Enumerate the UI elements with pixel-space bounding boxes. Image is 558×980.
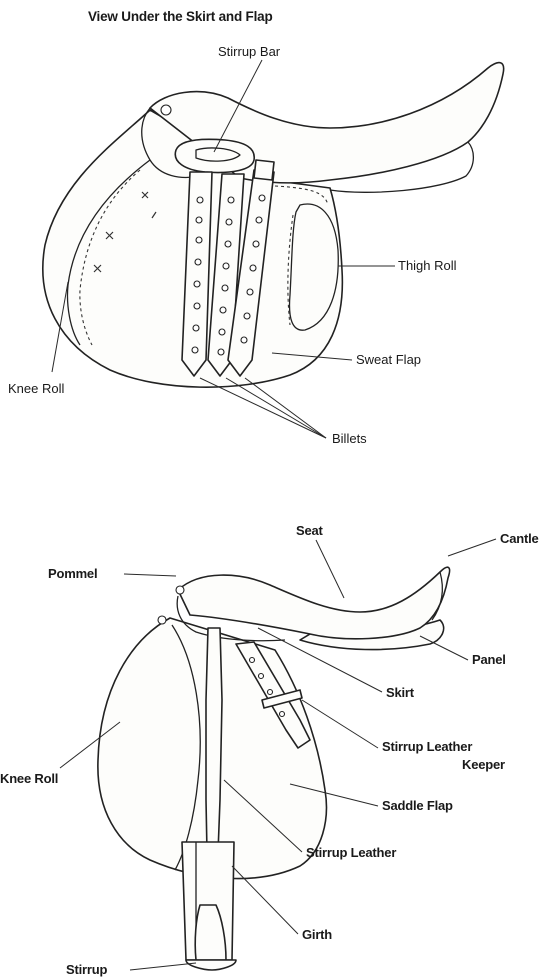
bottom-stirrup-tread	[186, 960, 236, 970]
bottom-skirt-hole	[158, 616, 166, 624]
leader-billets-1	[200, 378, 326, 438]
leader-panel	[420, 636, 468, 660]
label-billets: Billets	[332, 432, 367, 445]
label-sweat-flap: Sweat Flap	[356, 353, 421, 366]
label-knee-roll-bottom: Knee Roll	[0, 772, 58, 785]
label-pommel: Pommel	[48, 567, 97, 580]
label-thigh-roll: Thigh Roll	[398, 259, 457, 272]
label-stirrup-bar: Stirrup Bar	[218, 45, 280, 58]
top-saddle-drawing	[43, 60, 504, 438]
bottom-pommel-hole	[176, 586, 184, 594]
label-stirrup-leather-keeper-line2: Keeper	[462, 758, 505, 771]
label-seat: Seat	[296, 524, 323, 537]
leader-pommel	[124, 574, 176, 576]
billet-3-top	[254, 160, 274, 180]
label-saddle-flap: Saddle Flap	[382, 799, 453, 812]
leader-seat	[316, 540, 344, 598]
label-knee-roll-top: Knee Roll	[8, 382, 64, 395]
top-diagram-title: View Under the Skirt and Flap	[88, 10, 273, 24]
label-stirrup: Stirrup	[66, 963, 107, 976]
label-stirrup-leather-keeper-line1: Stirrup Leather	[382, 740, 472, 753]
leader-billets-2	[226, 378, 326, 438]
leader-stirrup	[130, 963, 196, 970]
bottom-saddle-drawing	[60, 539, 496, 970]
label-girth: Girth	[302, 928, 332, 941]
top-pommel-hole	[161, 105, 171, 115]
leader-cantle	[448, 539, 496, 556]
top-stirrup-bar	[175, 139, 254, 172]
label-skirt: Skirt	[386, 686, 414, 699]
leader-billets-3	[245, 378, 326, 438]
label-panel: Panel	[472, 653, 506, 666]
label-cantle: Cantle	[500, 532, 539, 545]
label-stirrup-leather: Stirrup Leather	[306, 846, 396, 859]
